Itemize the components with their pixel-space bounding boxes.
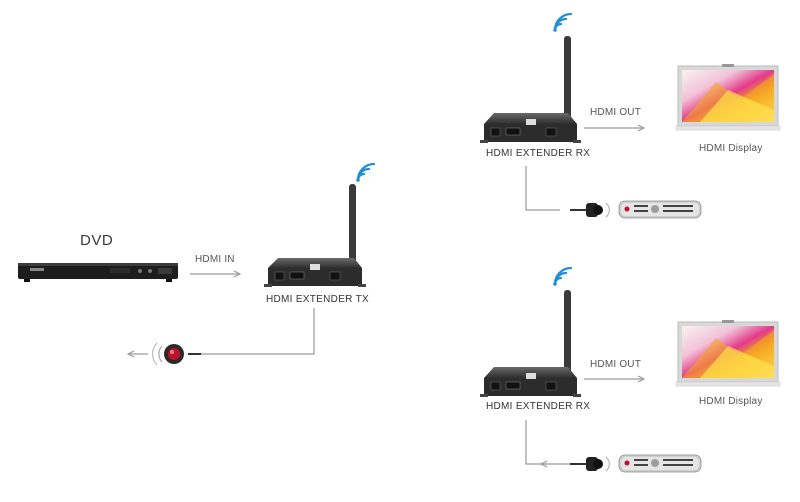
- hdmi-in-label: HDMI IN: [195, 254, 235, 265]
- extender-rx-2-icon: [480, 266, 581, 397]
- rx2-label: HDMI EXTENDER RX: [486, 401, 591, 412]
- tv-icon: [675, 64, 781, 131]
- hdmi-out-2-label: HDMI OUT: [590, 359, 642, 370]
- ir-receiver-icon: [570, 456, 610, 472]
- remote-icon: [618, 454, 702, 473]
- dvd-player-icon: [18, 263, 178, 282]
- ir-receiver-icon: [570, 202, 610, 218]
- extender-tx-icon: [264, 162, 376, 287]
- tx-label: HDMI EXTENDER TX: [266, 294, 369, 305]
- wifi-icon: [356, 162, 376, 182]
- wifi-icon: [553, 12, 573, 32]
- tv-icon: [675, 320, 781, 387]
- remote-icon: [618, 200, 702, 219]
- antenna-icon: [564, 36, 571, 128]
- display-1-label: HDMI Display: [699, 143, 763, 154]
- ir-emitter-icon: [128, 342, 201, 366]
- rx1-label: HDMI EXTENDER RX: [486, 148, 591, 159]
- extender-rx-1-icon: [480, 12, 581, 143]
- antenna-icon: [349, 184, 356, 272]
- wifi-icon: [553, 266, 573, 286]
- antenna-icon: [564, 290, 571, 382]
- display-2-label: HDMI Display: [699, 396, 763, 407]
- hdmi-out-1-label: HDMI OUT: [590, 107, 642, 118]
- dvd-label: DVD: [80, 232, 114, 249]
